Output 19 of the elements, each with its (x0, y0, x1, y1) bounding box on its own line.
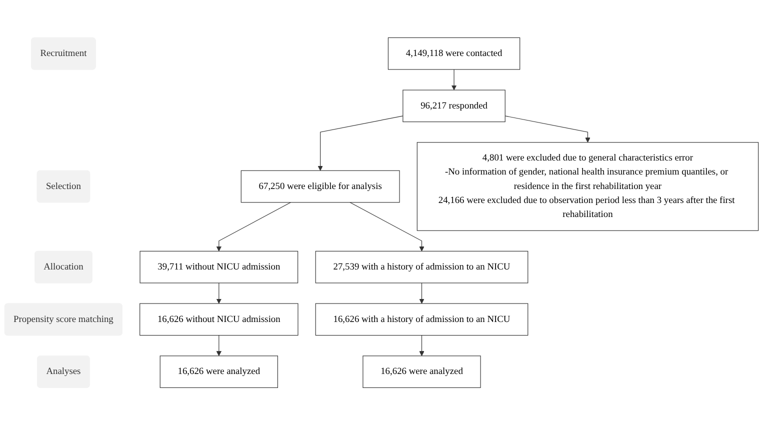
node-box: 16,626 were analyzed (160, 355, 278, 388)
arrow (216, 334, 222, 356)
node-box: 96,217 responded (402, 90, 506, 122)
node-box: 16,626 were analyzed (362, 355, 481, 388)
node-box: 4,801 were excluded due to general characteristics error -No information of gender, national health insurance premium quantiles, or residence in the first rehabilitation year 24,166 were excluded due to observation period less than 3 years after the first rehabilitation (416, 142, 759, 231)
node-box: 39,711 without NICU admission (140, 250, 298, 284)
arrow (419, 282, 424, 304)
arrow (350, 202, 424, 252)
arrow (216, 282, 222, 304)
node-box: 16,626 without NICU admission (140, 303, 298, 336)
node-box: 16,626 with a history of admission to an NICU (315, 303, 528, 336)
arrow (318, 115, 404, 171)
arrow (216, 202, 292, 252)
node-box: 27,539 with a history of admission to an NICU (315, 250, 528, 284)
arrow (504, 115, 590, 142)
node-box: 67,250 were eligible for analysis (240, 170, 400, 202)
arrow (419, 334, 424, 356)
node-box: 4,149,118 were contacted (388, 37, 520, 70)
arrow (451, 68, 457, 90)
